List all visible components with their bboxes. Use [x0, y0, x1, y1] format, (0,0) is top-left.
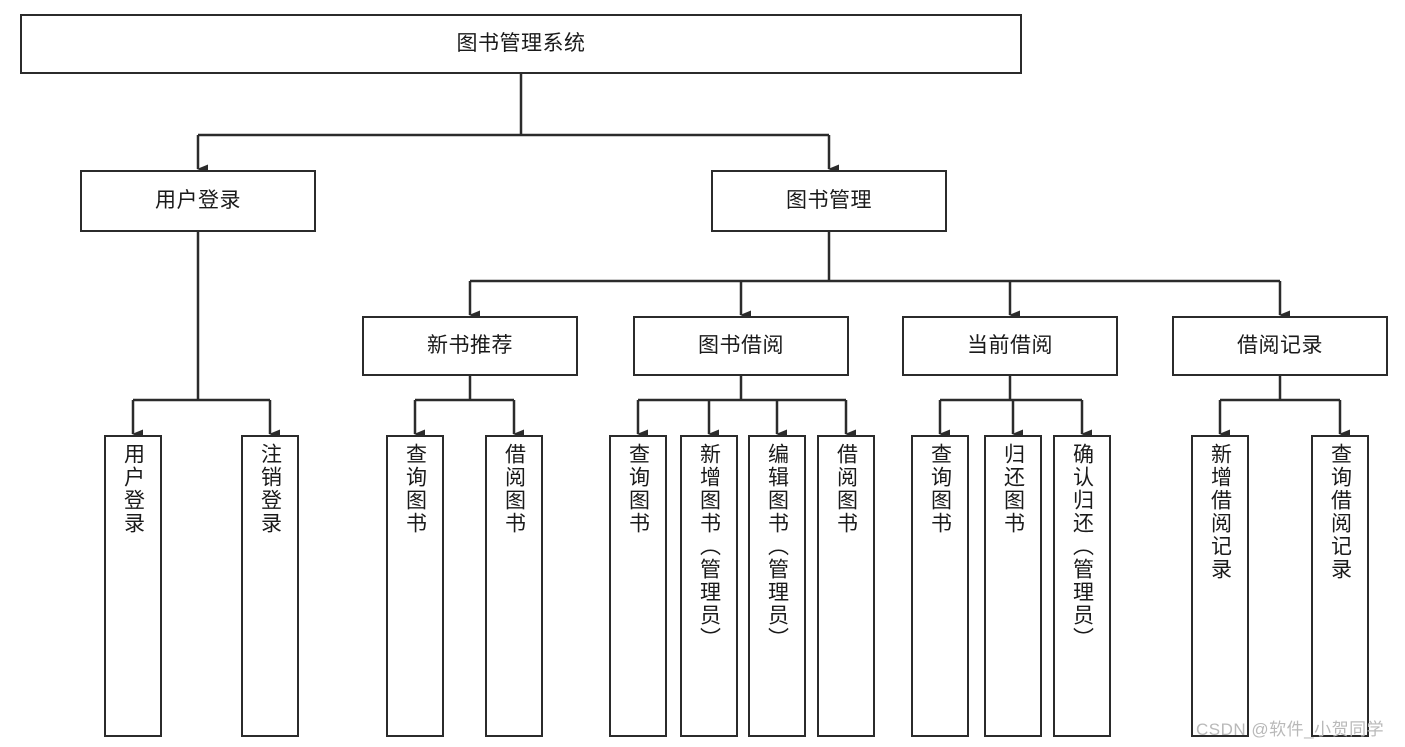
node-l-borrow1[interactable]: 借阅图书	[485, 435, 543, 737]
node-label: 图书管理	[786, 188, 872, 212]
node-label: 注销登录	[258, 443, 282, 535]
node-label: 新增图书（管理员）	[697, 443, 721, 650]
node-l-addbook[interactable]: 新增图书（管理员）	[680, 435, 738, 737]
node-login[interactable]: 用户登录	[80, 170, 316, 232]
node-label: 编辑图书（管理员）	[765, 443, 789, 650]
edge-group	[131, 74, 1350, 439]
node-label: 确认归还（管理员）	[1070, 443, 1094, 650]
node-label: 归还图书	[1001, 443, 1025, 535]
node-label: 查询图书	[403, 443, 427, 535]
node-l-addrec[interactable]: 新增借阅记录	[1191, 435, 1249, 737]
node-l-logout[interactable]: 注销登录	[241, 435, 299, 737]
node-current[interactable]: 当前借阅	[902, 316, 1118, 376]
node-l-query1[interactable]: 查询图书	[386, 435, 444, 737]
node-l-confirm[interactable]: 确认归还（管理员）	[1053, 435, 1111, 737]
node-newbook[interactable]: 新书推荐	[362, 316, 578, 376]
node-record[interactable]: 借阅记录	[1172, 316, 1388, 376]
node-l-userlogin[interactable]: 用户登录	[104, 435, 162, 737]
node-label: 借阅记录	[1237, 333, 1323, 357]
watermark: CSDN @软件_小贺同学	[1196, 720, 1385, 739]
node-label: 查询借阅记录	[1328, 443, 1352, 581]
node-l-editbook[interactable]: 编辑图书（管理员）	[748, 435, 806, 737]
node-label: 图书借阅	[698, 333, 784, 357]
node-l-query2[interactable]: 查询图书	[609, 435, 667, 737]
node-l-queryrec[interactable]: 查询借阅记录	[1311, 435, 1369, 737]
node-l-return[interactable]: 归还图书	[984, 435, 1042, 737]
node-label: 用户登录	[155, 188, 241, 212]
node-label: 借阅图书	[502, 443, 526, 535]
node-label: 查询图书	[626, 443, 650, 535]
node-l-borrow2[interactable]: 借阅图书	[817, 435, 875, 737]
node-label: 新书推荐	[427, 333, 513, 357]
node-label: 借阅图书	[834, 443, 858, 535]
node-label: 查询图书	[928, 443, 952, 535]
node-root[interactable]: 图书管理系统	[20, 14, 1022, 74]
node-borrow[interactable]: 图书借阅	[633, 316, 849, 376]
node-label: 当前借阅	[967, 333, 1053, 357]
node-label: 新增借阅记录	[1208, 443, 1232, 581]
node-l-query3[interactable]: 查询图书	[911, 435, 969, 737]
node-label: 图书管理系统	[456, 31, 586, 55]
node-label: 用户登录	[121, 443, 145, 535]
node-bookmgmt[interactable]: 图书管理	[711, 170, 947, 232]
